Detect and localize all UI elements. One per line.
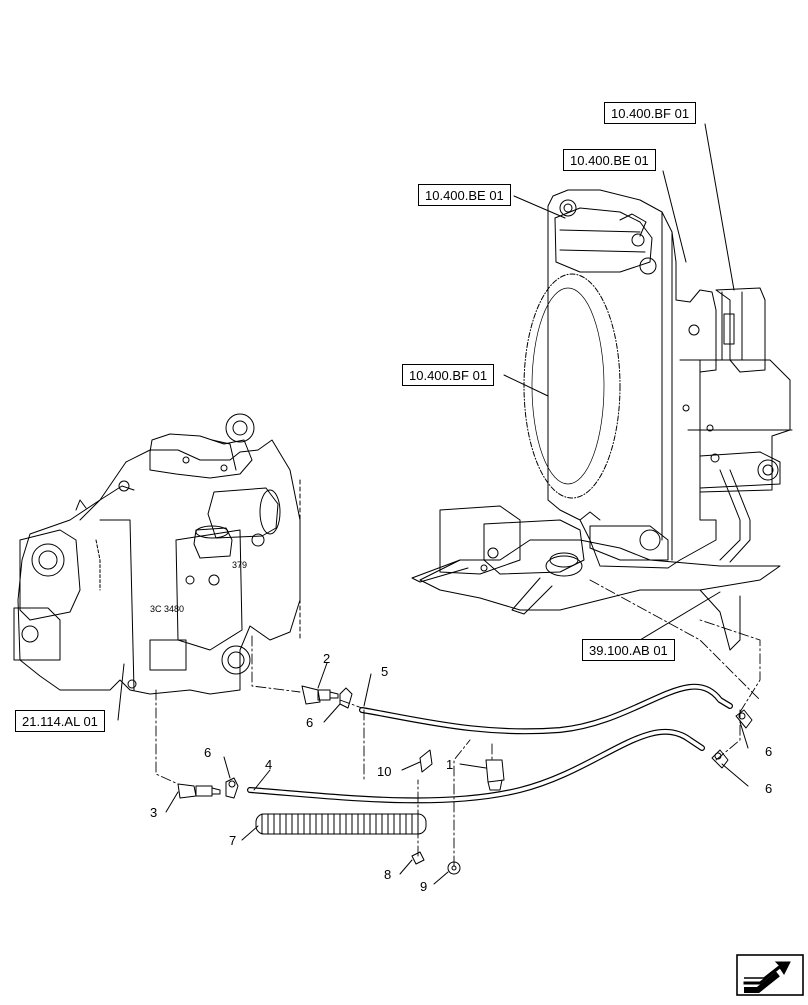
callout-9: 9 [420,879,428,894]
arrow-nav-icon[interactable] [736,954,804,996]
callout-6b: 6 [204,745,212,760]
callout-3: 3 [150,805,158,820]
callout-1: 1 [446,757,454,772]
callout-6a: 6 [306,715,314,730]
spring-sleeve [255,813,427,835]
clip-10 [419,749,433,773]
radiator-assembly [411,189,793,651]
bolt-8 [411,851,425,865]
ref-10-400-be-01-left[interactable]: 10.400.BE 01 [418,184,511,206]
fitting-6d [711,749,729,769]
callout-5: 5 [381,664,389,679]
fitting-3 [177,783,221,799]
ref-10-400-be-01-right[interactable]: 10.400.BE 01 [563,149,656,171]
phantom-lines [155,579,761,867]
leader-lines [117,123,749,885]
fitting-6c [735,709,753,729]
hose-5 [359,683,733,735]
callout-6d: 6 [765,781,773,796]
fitting-6a [339,687,353,709]
svg-text:3C 3480: 3C 3480 [150,604,184,614]
fitting-6b [225,777,239,799]
ref-21-114-al-01[interactable]: 21.114.AL 01 [15,710,105,732]
callout-4: 4 [265,757,273,772]
pump-assembly: 379 3C 3480 [13,413,301,695]
ref-10-400-bf-01-left[interactable]: 10.400.BF 01 [402,364,495,386]
callout-2: 2 [323,651,331,666]
callout-6c: 6 [765,744,773,759]
ref-10-400-bf-01-top[interactable]: 10.400.BF 01 [604,102,697,124]
fitting-2 [301,685,339,705]
svg-text:379: 379 [232,560,247,570]
callout-8: 8 [384,867,392,882]
ref-39-100-ab-01[interactable]: 39.100.AB 01 [582,639,675,661]
callout-10: 10 [377,764,392,779]
clamp-1 [485,759,505,791]
callout-7: 7 [229,833,237,848]
hose-4 [247,728,705,804]
